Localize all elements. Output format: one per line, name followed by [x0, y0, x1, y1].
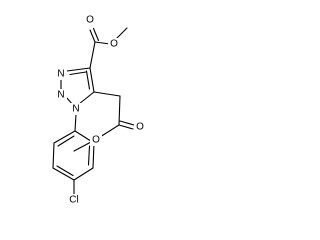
bond-ph-3: [73, 167, 94, 181]
bond-c5-ch2: [93, 91, 121, 97]
atom-nitrogen-n2: N: [57, 90, 64, 101]
bond-c5-c4: [89, 67, 95, 93]
bond-ester2-co-double-b: [119, 120, 135, 126]
atom-nitrogen-n1: N: [72, 104, 79, 115]
bond-ester2-c-o: [99, 124, 120, 138]
bond-ester1-c-o: [94, 41, 111, 45]
atom-oxygen-ester2-carbonyl: O: [136, 122, 144, 133]
bond-ester1-o-ch3: [115, 27, 128, 40]
bond-c4-n3-inner: [69, 71, 87, 76]
bond-ester1-co-double-b: [92, 27, 100, 42]
bond-c4-n3: [66, 67, 91, 72]
bond-ph-2-inner: [87, 145, 91, 166]
bond-c4-ester1: [89, 41, 96, 69]
bond-ch2-c: [118, 95, 121, 126]
atom-nitrogen-n3: N: [57, 69, 64, 80]
bond-c5-c4-inner: [85, 70, 91, 90]
bond-ester2-co-double-a: [118, 124, 134, 130]
atom-chlorine: Cl: [69, 195, 78, 206]
bond-ph-6-inner: [57, 135, 75, 147]
bond-ester2-o-ch3: [73, 141, 92, 152]
bond-ph-5: [52, 142, 55, 169]
bond-ph-2: [92, 142, 95, 169]
atom-oxygen-ester1-carbonyl: O: [86, 15, 94, 26]
atom-oxygen-ester1-ether: O: [110, 39, 118, 50]
bond-ph-4: [52, 167, 75, 181]
atom-labels: O O N N N O O Cl: [55, 14, 146, 207]
bond-n1-phenyl: [74, 113, 77, 132]
bond-ester1-co-double-a: [89, 29, 96, 43]
atom-oxygen-ester2-ether: O: [92, 135, 100, 146]
bond-ph-6: [53, 130, 76, 144]
bonds: [52, 27, 135, 195]
chemical-structure: O O N N N O O Cl: [52, 14, 146, 207]
bond-ph-4-inner: [56, 165, 74, 177]
bond-n1-c5: [78, 91, 95, 105]
